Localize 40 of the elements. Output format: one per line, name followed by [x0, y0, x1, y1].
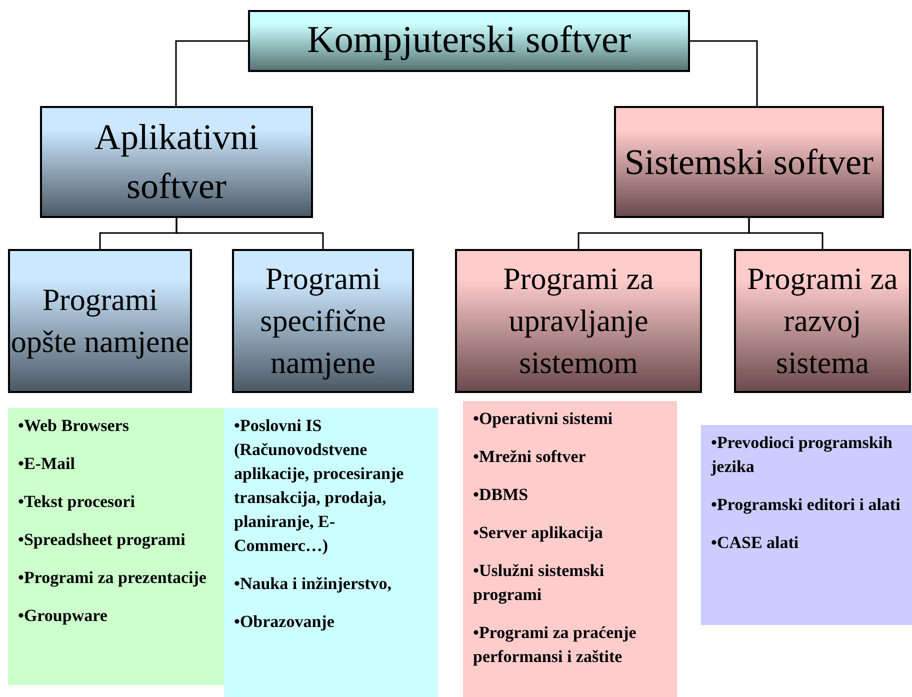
list-item: •DBMS [473, 484, 528, 506]
category-label: Programi opšte namjene [10, 281, 190, 361]
connector-line [748, 218, 824, 249]
category-label: Aplikativni softver [94, 116, 260, 208]
category-label: Programi za upravljanje sistemom [502, 260, 655, 382]
list-item: •CASE alati [711, 532, 799, 554]
category-box [8, 249, 192, 393]
category-box [455, 249, 702, 393]
connector-line [690, 40, 758, 106]
connector-line [176, 218, 324, 249]
list-item: •Mrežni softver [473, 446, 586, 468]
category-box [734, 249, 911, 393]
list-item: •Web Browsers [18, 415, 129, 437]
list-item: •Server aplikacija [473, 522, 603, 544]
list-item: •Programi za praćenje performansi i zaštite [473, 622, 638, 668]
category-label: Programi specifične namjene [259, 260, 387, 382]
list-item: •Spreadsheet programi [18, 529, 186, 551]
connector-line [175, 40, 248, 106]
list-panel [701, 425, 912, 625]
list-item: •Uslužni sistemski programi [473, 560, 606, 606]
category-box [40, 106, 313, 218]
category-box [232, 249, 414, 393]
category-box [248, 10, 690, 72]
category-label: Sistemski softver [624, 140, 874, 184]
category-label: Kompjuterski softver [306, 18, 631, 64]
list-item: •Poslovni IS (Računovodstvene aplikacije, procesiranje transakcija, prodaja, planiranje, E-Commerc…) [234, 415, 405, 557]
list-panel [224, 408, 438, 697]
list-item: •Programski editori i alati [711, 494, 900, 516]
list-item: •Operativni sistemi [473, 408, 613, 430]
list-panel [8, 408, 224, 685]
list-item: •Tekst procesori [18, 491, 135, 513]
list-item: •Prevodioci programskih jezika [711, 432, 894, 478]
list-item: •Obrazovanje [234, 611, 334, 633]
category-label: Programi za razvoj sistema [746, 260, 899, 382]
list-item: •Nauka i inžinjerstvo, [234, 573, 392, 595]
list-item: •E-Mail [18, 453, 75, 475]
category-box [614, 106, 884, 218]
list-item: •Programi za prezentacije [18, 567, 206, 589]
list-panel [463, 401, 677, 697]
list-item: •Groupware [18, 605, 108, 627]
